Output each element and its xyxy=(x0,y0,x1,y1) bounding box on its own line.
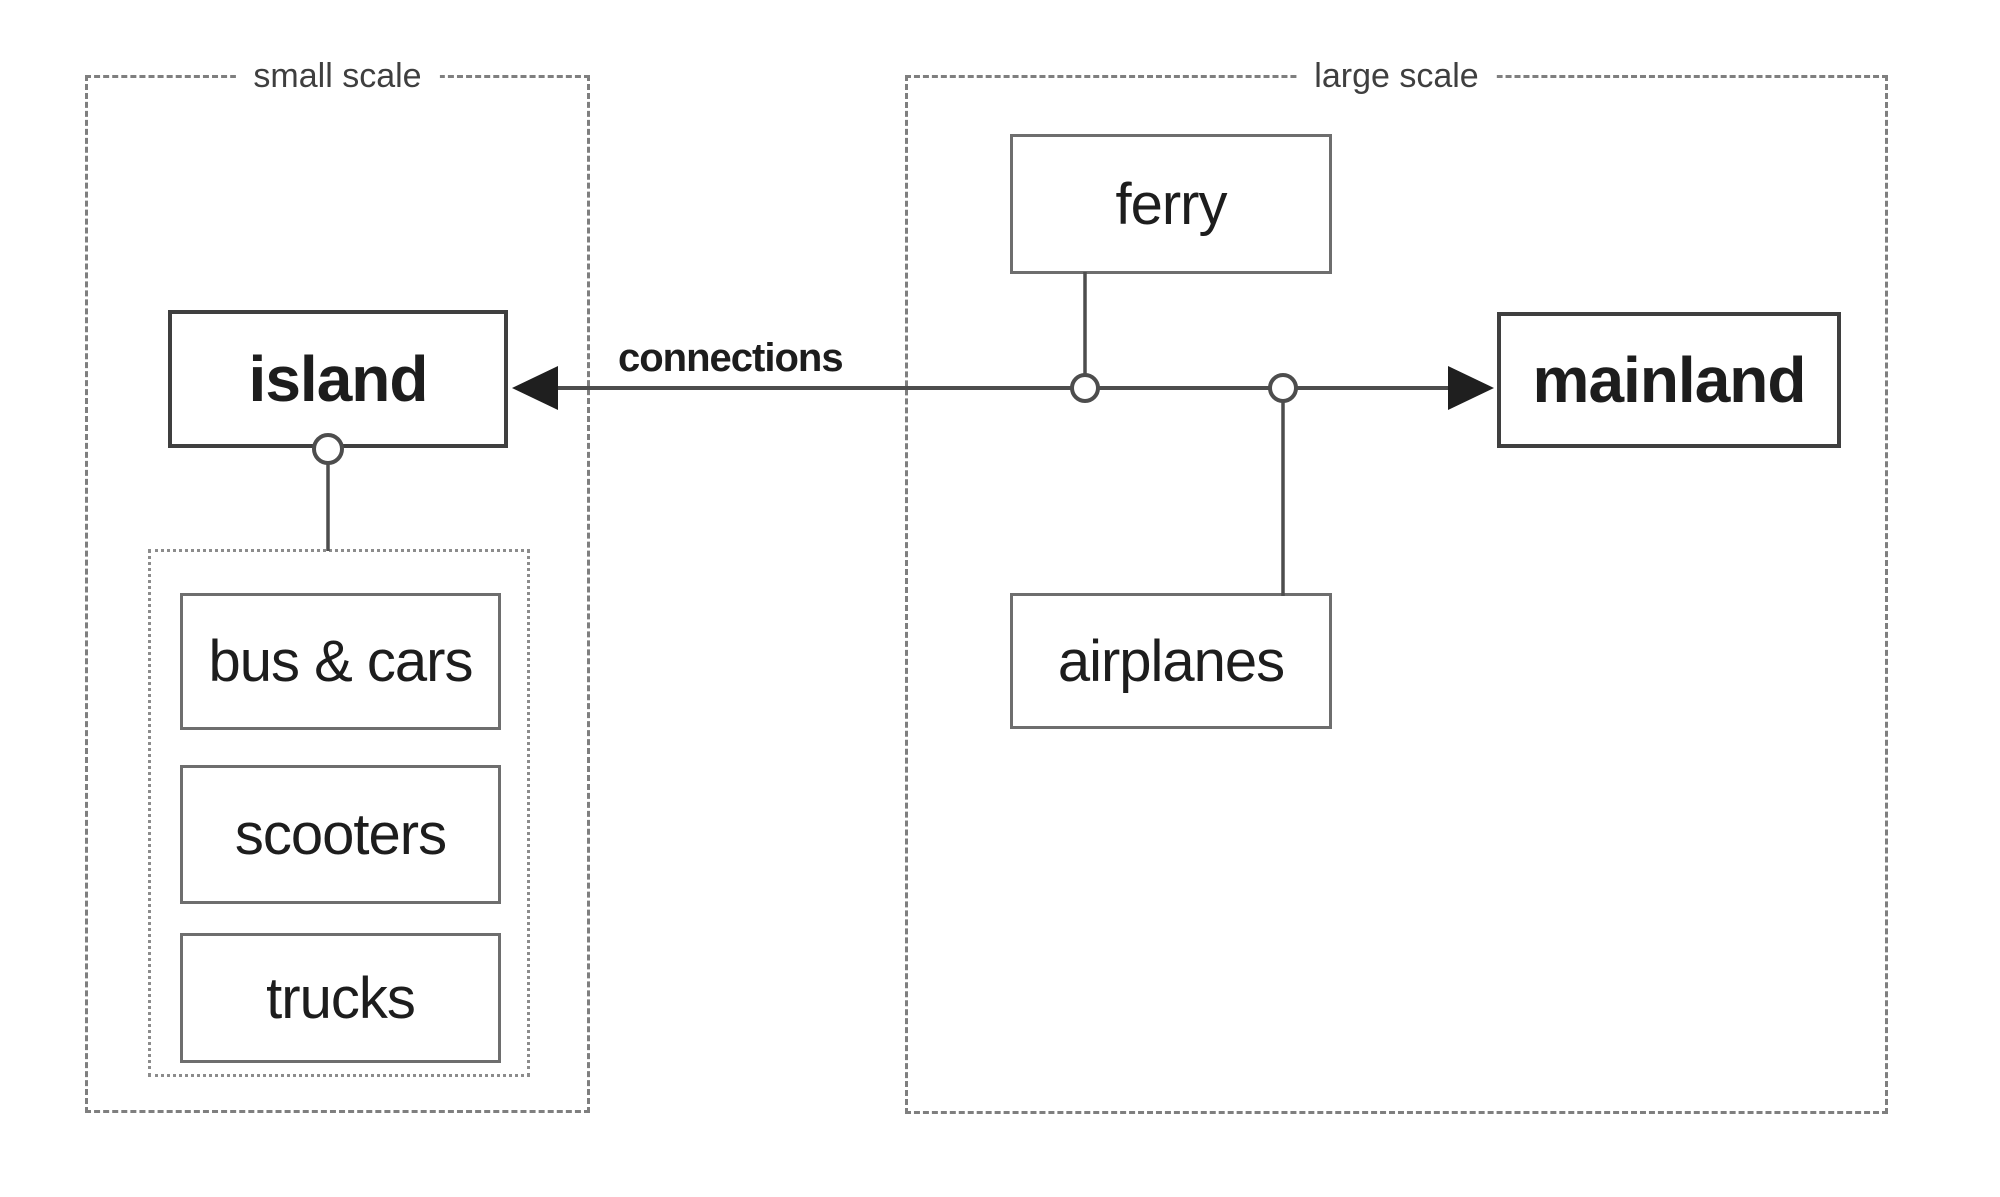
group-small-scale-label: small scale xyxy=(235,54,440,98)
group-small-scale: small scale xyxy=(85,54,590,1113)
group-large-scale: large scale xyxy=(905,54,1888,1114)
connections-edge-label: connections xyxy=(618,336,844,380)
node-mainland: mainland xyxy=(1497,312,1841,448)
node-trucks: trucks xyxy=(180,933,501,1063)
node-scooters: scooters xyxy=(180,765,501,904)
node-bus-and-cars: bus & cars xyxy=(180,593,501,730)
node-airplanes: airplanes xyxy=(1010,593,1332,729)
node-ferry: ferry xyxy=(1010,134,1332,274)
island-vehicles-subgroup: bus & cars scooters trucks xyxy=(148,549,530,1077)
node-island: island xyxy=(168,310,508,448)
group-large-scale-label: large scale xyxy=(1296,54,1497,98)
